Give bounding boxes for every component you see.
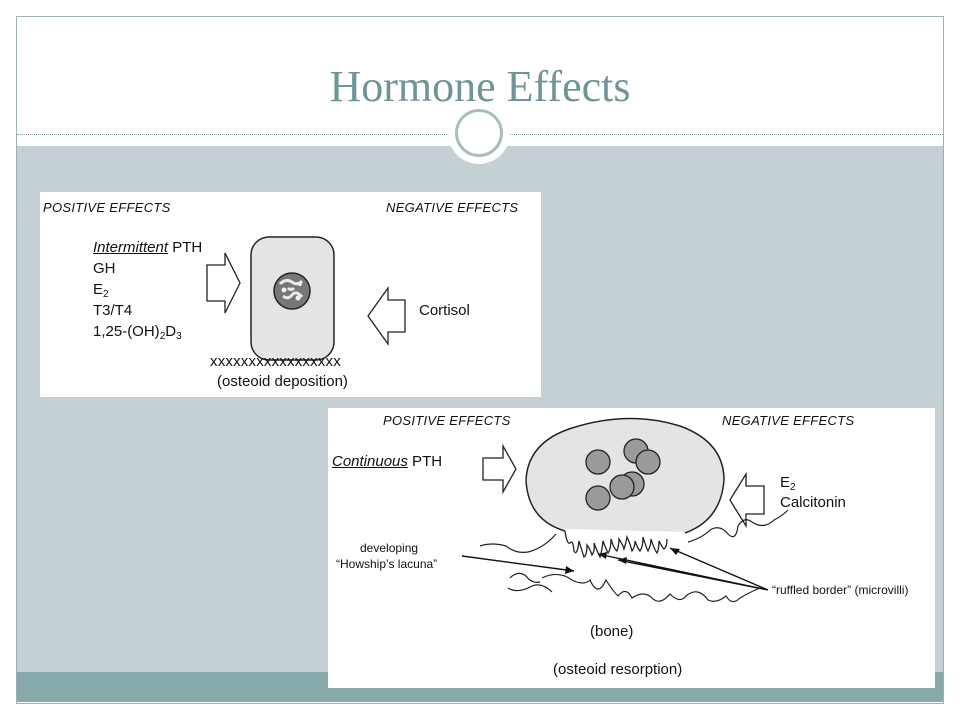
factor-part: D [165, 323, 177, 340]
negative-effects-header: NEGATIVE EFFECTS [386, 200, 519, 215]
annotation-developing: developing [360, 541, 419, 555]
factor-base: E [93, 281, 104, 298]
factor-part: 1,25-(OH) [93, 323, 160, 340]
annotation-howships-lacuna: “Howship’s lacuna” [336, 557, 438, 571]
osteoblast-diagram-graphics [206, 236, 406, 361]
factor-continuous-pth: Continuous PTH [332, 453, 443, 471]
ruffled-border [564, 530, 668, 559]
factor-modifier: Intermittent [93, 239, 169, 256]
negative-arrow [729, 471, 765, 529]
positive-arrow [482, 443, 517, 495]
osteoblast-nucleus [273, 272, 311, 310]
frame-bottom [16, 703, 944, 704]
ring-icon [455, 109, 503, 157]
osteoclast-diagram-graphics [461, 417, 789, 603]
factor-gh: GH [93, 260, 116, 277]
ruffled-border-pointer-heads [598, 548, 680, 564]
factor-subscript: 2 [103, 289, 109, 300]
positive-arrow [206, 252, 241, 314]
slide-title: Hormone Effects [329, 62, 631, 111]
lacuna-pointer [461, 555, 575, 572]
factor-name: PTH [407, 453, 443, 470]
negative-effects-header: NEGATIVE EFFECTS [722, 413, 855, 428]
osteoclast-cell-outline [525, 417, 725, 534]
factor-vitamin-d: 1,25-(OH)2D3 [93, 323, 182, 342]
bone-surface-lacuna [541, 573, 761, 603]
ruffled-border-pointers [597, 547, 769, 591]
bone-label: (bone) [590, 623, 634, 640]
factor-modifier: Continuous [332, 453, 408, 470]
osteoid-deposit-marks: xxxxxxxxxxxxxxxxx [210, 353, 341, 370]
factor-name: PTH [168, 239, 203, 256]
factor-intermittent-pth: Intermittent PTH [93, 239, 203, 257]
bone-surface-top [479, 509, 789, 553]
positive-effects-header: POSITIVE EFFECTS [43, 200, 171, 215]
frame-left [16, 16, 17, 704]
factor-subscript: 3 [176, 331, 182, 342]
circle-ornament [448, 102, 510, 164]
factor-base: E [780, 474, 791, 491]
factor-cortisol: Cortisol [419, 302, 470, 319]
factor-e2: E2 [93, 281, 109, 300]
caption-osteoid-resorption: (osteoid resorption) [553, 661, 683, 678]
frame-right [943, 16, 944, 704]
factor-subscript: 2 [159, 331, 166, 342]
caption-osteoid-deposition: (osteoid deposition) [217, 373, 348, 390]
annotation-ruffled-border: “ruffled border” (microvilli) [772, 583, 909, 597]
factor-t3-t4: T3/T4 [93, 302, 133, 319]
osteoclast-nuclei [585, 438, 661, 511]
lacuna-pointer-head [565, 566, 574, 574]
factor-calcitonin: Calcitonin [780, 494, 846, 511]
factor-e2: E2 [780, 474, 796, 493]
positive-effects-header: POSITIVE EFFECTS [383, 413, 511, 428]
osteoblast-diagram: POSITIVE EFFECTS NEGATIVE EFFECTS Interm… [40, 192, 541, 397]
factor-subscript: 2 [790, 482, 796, 493]
negative-arrow [367, 285, 406, 347]
frame-top [16, 16, 944, 17]
osteoclast-diagram: POSITIVE EFFECTS NEGATIVE EFFECTS Contin… [328, 408, 935, 688]
bone-edge-fragment [507, 572, 553, 593]
